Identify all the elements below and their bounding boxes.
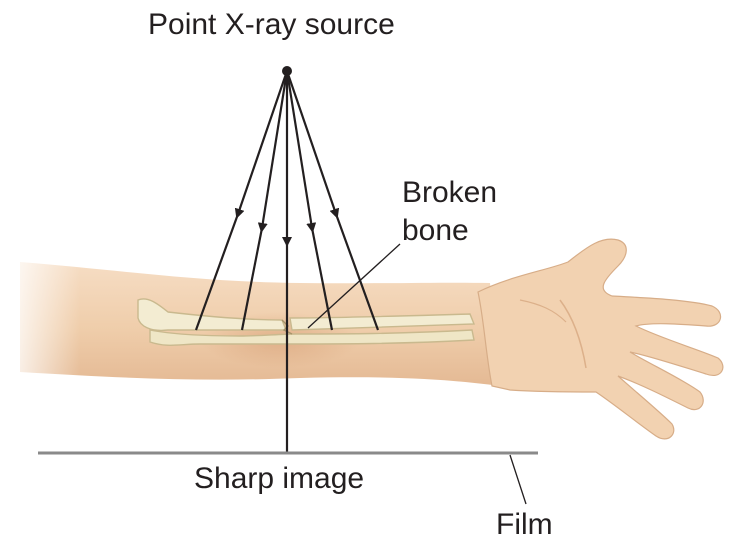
xray-source-label: Point X-ray source: [148, 8, 395, 42]
xray-beams: [196, 71, 378, 453]
broken-bone-label-line2: bone: [402, 212, 497, 250]
ray-4: [287, 71, 312, 228]
broken-bone-label-line1: Broken: [402, 174, 497, 212]
film-leader: [510, 455, 526, 504]
ray-5: [287, 71, 336, 214]
sharp-image-label: Sharp image: [194, 462, 364, 496]
ray-1: [238, 71, 287, 214]
hand: [478, 239, 723, 439]
broken-bone-label: Broken bone: [402, 174, 497, 250]
film-label: Film: [496, 508, 553, 542]
ray-2: [262, 71, 287, 228]
